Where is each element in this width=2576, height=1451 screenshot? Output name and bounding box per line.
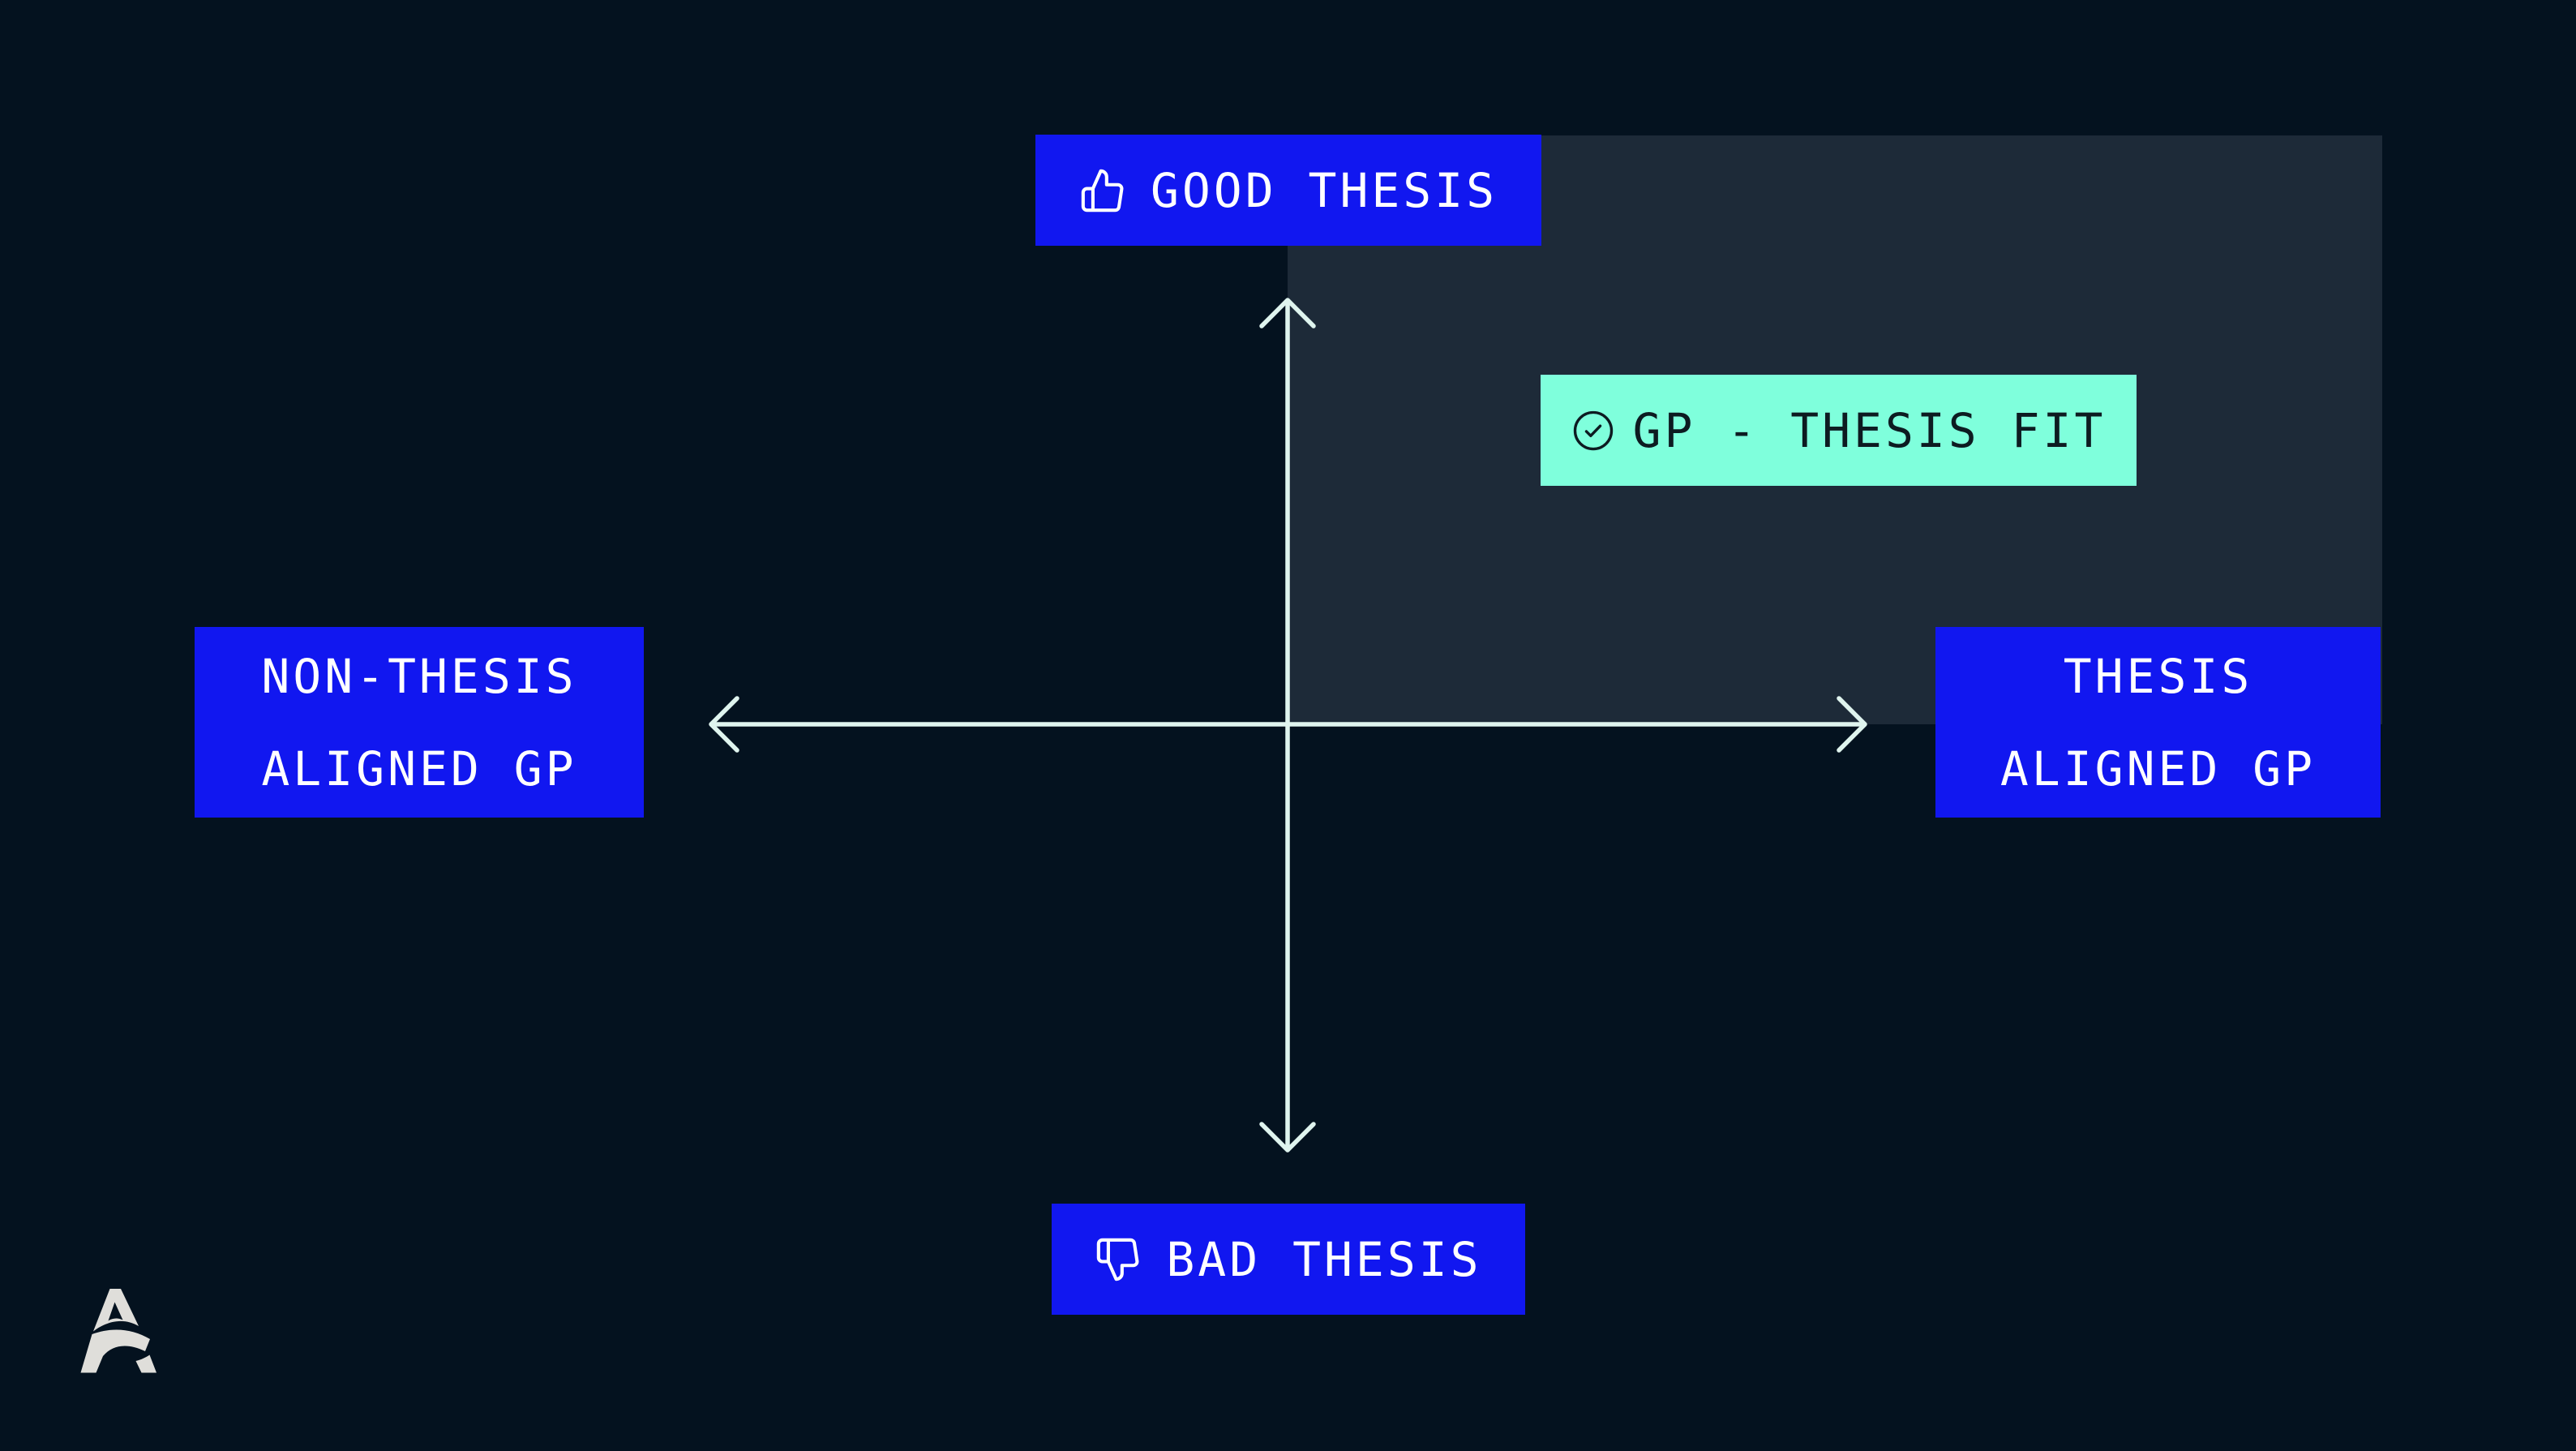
label-gp-thesis-fit: GP - THESIS FIT	[1541, 375, 2137, 486]
gp-thesis-fit-text: GP - THESIS FIT	[1632, 402, 2107, 458]
logo-swoosh-leg	[80, 1329, 150, 1373]
thumbs-up-icon	[1081, 169, 1124, 212]
bad-thesis-text: BAD THESIS	[1166, 1231, 1482, 1287]
thumbs-down-icon	[1097, 1238, 1139, 1281]
logo-apex	[93, 1289, 139, 1332]
label-bad-thesis: BAD THESIS	[1052, 1204, 1525, 1315]
brand-a-logo	[80, 1289, 156, 1373]
label-good-thesis: GOOD THESIS	[1035, 135, 1541, 246]
label-thesis-aligned-gp: THESIS ALIGNED GP	[1935, 627, 2381, 818]
thesis-aligned-line1: THESIS	[2063, 648, 2253, 704]
label-non-thesis-aligned-gp: NON-THESIS ALIGNED GP	[195, 627, 644, 818]
arrowhead-right-icon	[1837, 696, 1867, 753]
arrowhead-left-icon	[709, 696, 739, 753]
non-thesis-line1: NON-THESIS	[261, 648, 577, 704]
non-thesis-line2: ALIGNED GP	[261, 741, 577, 796]
thesis-aligned-line2: ALIGNED GP	[2000, 741, 2317, 796]
good-thesis-text: GOOD THESIS	[1150, 162, 1498, 218]
logo-foot	[135, 1354, 156, 1373]
arrowhead-up-icon	[1259, 298, 1316, 328]
check-circle-icon	[1573, 410, 1613, 450]
arrowhead-down-icon	[1259, 1122, 1316, 1153]
